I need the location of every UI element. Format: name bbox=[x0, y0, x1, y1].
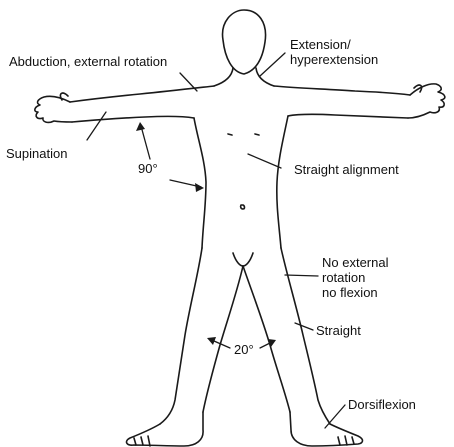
groin bbox=[233, 253, 253, 266]
chest-mark-right bbox=[255, 134, 259, 135]
right-leg-inner bbox=[243, 266, 290, 412]
torso-left bbox=[194, 118, 206, 248]
left-leg-outer bbox=[160, 248, 202, 424]
left-foot bbox=[127, 412, 204, 446]
label-straight-alignment: Straight alignment bbox=[294, 162, 399, 177]
left-arm-upper bbox=[70, 86, 214, 102]
leader-no-external bbox=[285, 275, 318, 276]
leader-supination bbox=[87, 112, 106, 140]
label-no-external-line3: no flexion bbox=[322, 285, 388, 300]
head-outline bbox=[223, 10, 266, 74]
left-arm-lower bbox=[72, 116, 194, 122]
left-hand bbox=[35, 96, 72, 122]
arrow-20-left-line bbox=[214, 341, 230, 348]
arrowhead-90-torso bbox=[195, 183, 204, 192]
arrow-20-right-line bbox=[260, 343, 270, 348]
label-supination: Supination bbox=[6, 146, 67, 161]
label-extension-line2: hyperextension bbox=[290, 52, 378, 67]
label-no-external-rotation: No external rotation no flexion bbox=[322, 255, 388, 300]
neck-left bbox=[214, 68, 233, 86]
leader-straight-alignment bbox=[248, 154, 281, 168]
label-extension: Extension/ hyperextension bbox=[290, 37, 378, 67]
label-extension-line1: Extension/ bbox=[290, 37, 378, 52]
navel bbox=[241, 205, 245, 209]
label-dorsiflexion: Dorsiflexion bbox=[348, 397, 416, 412]
arrowhead-90-arm bbox=[136, 122, 145, 131]
label-no-external-line1: No external bbox=[322, 255, 388, 270]
right-arm-upper bbox=[274, 86, 410, 95]
label-angle-legs: 20° bbox=[234, 342, 254, 357]
torso-right bbox=[277, 116, 288, 248]
right-arm-lower bbox=[288, 114, 408, 118]
leader-extension bbox=[260, 53, 285, 76]
right-toes bbox=[338, 436, 354, 445]
right-hand bbox=[408, 84, 445, 118]
leader-straight bbox=[295, 323, 313, 330]
chest-mark-left bbox=[228, 134, 232, 135]
label-straight: Straight bbox=[316, 323, 361, 338]
label-angle-arm: 90° bbox=[138, 161, 158, 176]
leader-dorsiflexion bbox=[325, 405, 345, 428]
arrow-90-arm-line bbox=[141, 126, 150, 159]
label-abduction: Abduction, external rotation bbox=[9, 54, 167, 69]
label-no-external-line2: rotation bbox=[322, 270, 388, 285]
